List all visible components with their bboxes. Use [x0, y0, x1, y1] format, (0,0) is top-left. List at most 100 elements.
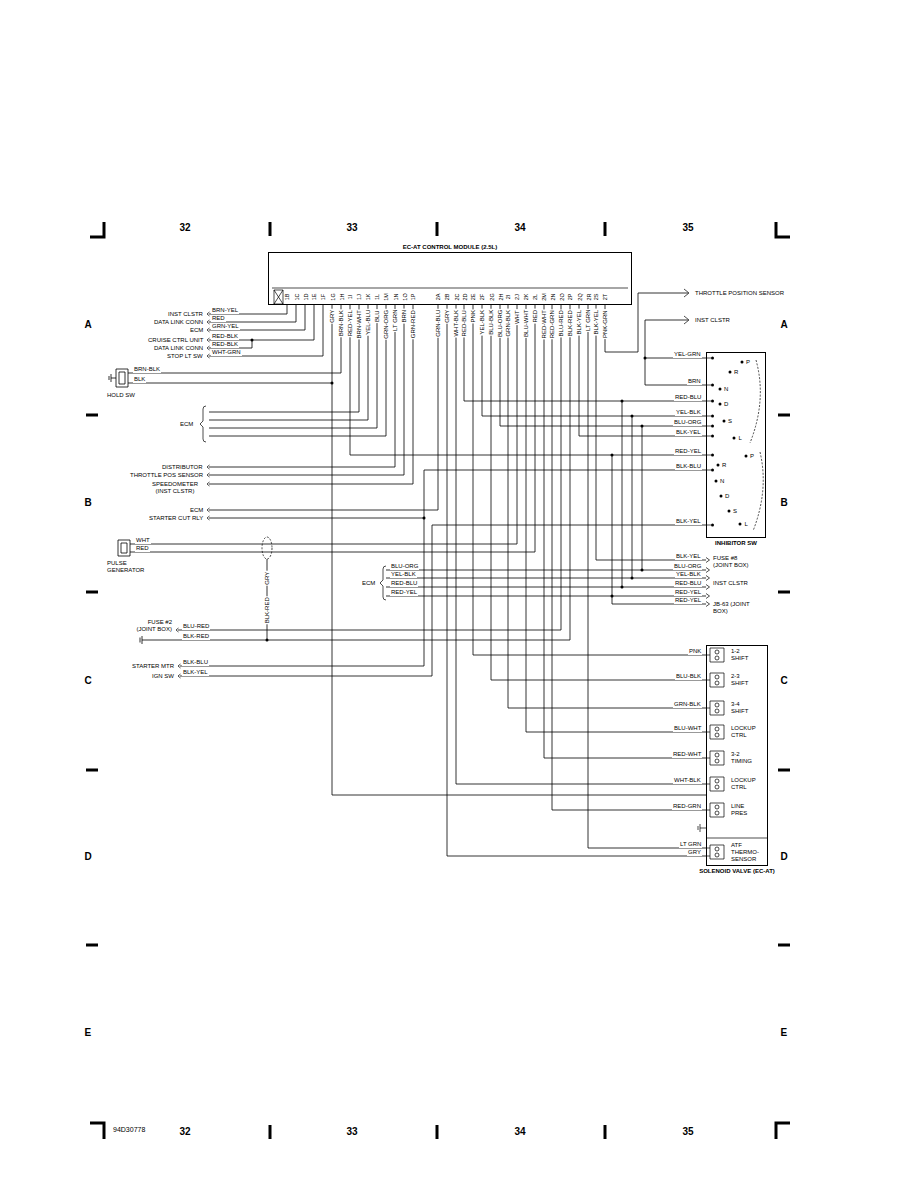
grid-reference: 32 [179, 222, 192, 234]
wire [350, 305, 706, 455]
wire-color: RED-YEL [674, 448, 702, 455]
circuit-label: BLU-ORG [673, 563, 702, 570]
circuit-label: RED-BLU [390, 580, 418, 587]
circuit-label: GRN-YEL [211, 323, 240, 330]
pin-number: 2A [435, 294, 441, 301]
pin-number: 2M [541, 293, 547, 301]
circuit-label: STARTER CUT RLY [148, 515, 204, 522]
circuit-label: IGN SW [151, 673, 175, 680]
circuit-label: HOLD SW [106, 392, 136, 399]
wire-color: BLU-ORG [497, 309, 504, 338]
pin-number: 1J [356, 294, 362, 300]
component-title: INHIBITOR SW [715, 540, 757, 547]
circuit-label: BLK-YEL [675, 553, 702, 560]
switch-position: P [749, 453, 755, 460]
pin-number: 2T [602, 294, 608, 300]
circuit-label: WHT-GRN [211, 349, 242, 356]
grid-reference: C [780, 675, 789, 687]
wire [552, 305, 706, 810]
wires [128, 293, 706, 676]
wire-color: BRN [401, 309, 408, 324]
grid-reference: 35 [682, 1126, 695, 1138]
grid-reference: E [780, 1027, 789, 1039]
shield [262, 537, 272, 559]
pin-number: 1O [401, 293, 407, 300]
pin-number: 1C [293, 293, 299, 300]
circuit-label: RED [135, 545, 150, 552]
pin-number: 2I [505, 295, 511, 300]
pin-number: 2N [549, 293, 555, 300]
wire-color: BLU-RED [558, 309, 565, 337]
circuit-label: ECM [189, 327, 204, 334]
circuit-label: BLK-RED [182, 633, 210, 640]
switch-position: S [732, 508, 738, 515]
wire [491, 305, 706, 680]
circuit-label: BLK [133, 376, 146, 383]
pin-number: 2R [585, 293, 591, 300]
circuit-label: BLU-ORG [390, 563, 419, 570]
grid-reference: A [84, 319, 93, 331]
pin-number: 1G [329, 293, 335, 300]
junction-dots [251, 339, 748, 642]
switch-position: R [721, 462, 727, 469]
grid-reference: E [84, 1027, 93, 1039]
switch-position: R [733, 369, 739, 376]
wire-color: RED-WHT [541, 309, 548, 339]
pin-number: 1P [410, 294, 416, 301]
circuit-label: FUSE #8 (JOINT BOX) [712, 555, 756, 569]
wire-color: RED-YEL [347, 309, 354, 337]
wire [526, 305, 706, 732]
circuit-label: THROTTLE POSITION SENSOR [694, 290, 785, 297]
pin-number: 1L [374, 294, 380, 300]
solenoid-name: ATF THERMO- SENSOR [730, 842, 760, 863]
switch-position: N [719, 478, 725, 485]
circuit-label: BLK-YEL [182, 669, 209, 676]
pin-number: 1B [284, 294, 290, 301]
pin-number: 1N [392, 293, 398, 300]
circuit-label: ECM [189, 507, 204, 514]
circuit-label: RED-YEL [390, 589, 418, 596]
circuit-label: ECM [179, 421, 194, 428]
wire-color: BLU-ORG [673, 419, 702, 426]
wire-color: BLU-WHT [673, 725, 702, 732]
wire-color: BLU [374, 309, 381, 323]
wire [500, 305, 706, 426]
wire [447, 305, 706, 856]
pin-number: 2C [453, 293, 459, 300]
wire-color: GRN-RED [410, 309, 417, 339]
pin-number: 1F [320, 294, 326, 300]
wire-color: YEL-BLU [365, 309, 372, 336]
wire-color: GRY [264, 570, 271, 585]
solenoid-name: LINE PRES [730, 803, 748, 817]
component-title: SOLENOID VALVE (EC-AT) [699, 868, 775, 875]
wire [588, 305, 706, 848]
wire-color: WHT-BLK [673, 777, 702, 784]
circuit-label: FUSE #2 (JOINT BOX) [129, 619, 173, 633]
grid-reference: C [84, 675, 93, 687]
solenoid-name: LOCKUP CTRL [730, 725, 757, 739]
circuit-label: PULSE GENERATOR [106, 560, 154, 574]
circuit-label: INST CLSTR [167, 311, 204, 318]
circuit-label: ECM [361, 580, 376, 587]
switch-position: L [738, 435, 743, 442]
pin-number: 2B [444, 294, 450, 301]
wire [332, 305, 706, 795]
circuit-label: JB-63 (JOINT BOX) [712, 601, 751, 615]
wire-color: BLU-BLK [675, 673, 702, 680]
wire-color: BLK-RED [264, 596, 271, 624]
wire-color: BLK-RED [567, 309, 574, 337]
wire-color: RED-BLU [674, 394, 702, 401]
circuit-label: YEL-BLK [675, 571, 702, 578]
circuit-label: INST CLSTR [694, 317, 731, 324]
circuit-label: CRUISE CTRL UNIT [147, 337, 204, 344]
circuit-label: RED [211, 315, 226, 322]
circuit-label: SPEEDOMETER (INST CLSTR) [146, 481, 204, 495]
component-title: EC-AT CONTROL MODULE (2.5L) [403, 244, 497, 251]
wire-color: RED-BLU [461, 309, 468, 337]
circuit-label: YEL-GRN [673, 351, 702, 358]
pin-number: 2H [497, 293, 503, 300]
wire-color: GRN-ORG [383, 309, 390, 340]
circuit-label: BRN [687, 378, 702, 385]
pin-number: 2E [470, 294, 476, 301]
wire-color: BRN-BLK [338, 309, 345, 337]
